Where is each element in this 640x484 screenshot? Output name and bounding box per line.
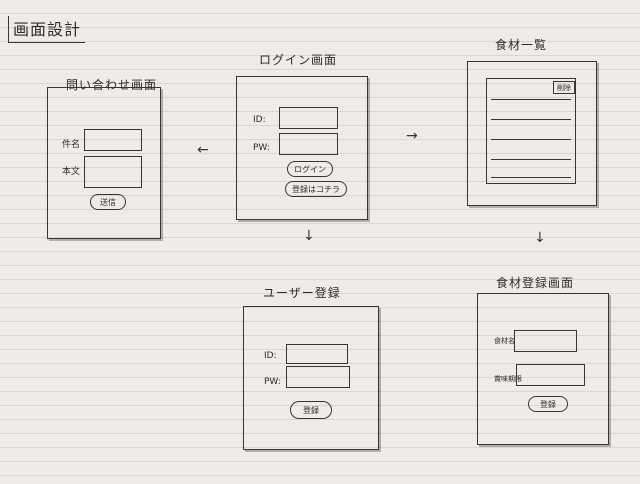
arrow-down-icon: ↓ [534,230,546,246]
food-register-screen-title: 食材登録画面 [496,276,575,290]
user-register-pw-input[interactable] [286,366,350,388]
food-list-table: 削除 [486,78,576,184]
contact-subject-label: 件名 [62,140,81,150]
contact-screen-title: 問い合わせ画面 [66,78,158,92]
food-list-screen-frame: 削除 [467,61,597,206]
arrow-left-icon: ← [197,142,209,158]
food-name-input[interactable] [514,330,577,352]
user-register-id-label: ID: [264,351,277,361]
user-register-screen-title: ユーザー登録 [263,286,341,300]
food-name-label: 食材名 [494,337,515,345]
food-register-button[interactable]: 登録 [528,396,568,412]
arrow-down-icon: ↓ [303,228,315,244]
login-screen-title: ログイン画面 [259,53,338,67]
login-screen-frame: ID: PW: ログイン 登録はコチラ [236,76,368,220]
list-row-line [491,139,571,140]
list-row-line [491,177,571,178]
food-list-screen-title: 食材一覧 [495,38,548,52]
login-button[interactable]: ログイン [287,161,333,177]
page-title: 画面設計 [8,16,86,43]
expiry-label: 賞味期限 [494,375,522,383]
contact-screen-frame: 件名 本文 送信 [47,87,161,239]
user-register-pw-label: PW: [264,377,281,387]
contact-subject-input[interactable] [84,129,142,151]
contact-body-input[interactable] [84,156,142,188]
expiry-input[interactable] [516,364,585,386]
delete-button[interactable]: 削除 [553,81,575,94]
list-row-line [491,159,571,160]
list-row-line [491,99,571,100]
login-id-label: ID: [253,115,266,125]
user-register-id-input[interactable] [286,344,348,364]
contact-send-button[interactable]: 送信 [90,194,126,210]
login-pw-label: PW: [253,143,270,153]
contact-body-label: 本文 [62,167,81,177]
register-link-button[interactable]: 登録はコチラ [285,181,347,197]
user-register-screen-frame: ID: PW: 登録 [243,306,379,450]
list-row-line [491,119,571,120]
login-id-input[interactable] [279,107,338,129]
food-register-screen-frame: 食材名 賞味期限 登録 [477,293,609,445]
user-register-button[interactable]: 登録 [290,401,332,419]
login-pw-input[interactable] [279,133,338,155]
arrow-right-icon: → [406,128,418,144]
